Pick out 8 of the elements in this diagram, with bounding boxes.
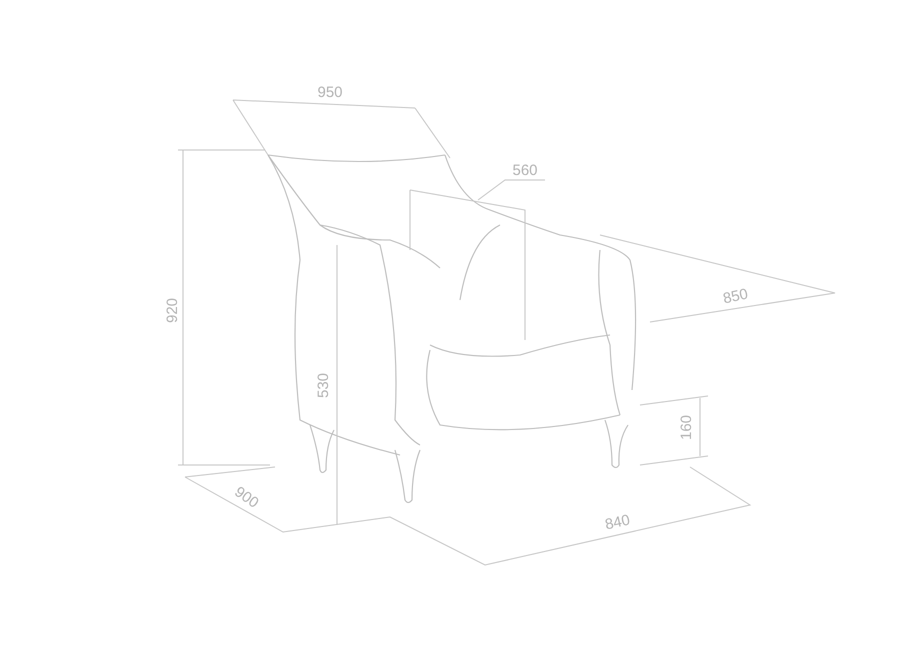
dimension-label: 950	[318, 84, 343, 100]
dimension-label: 160	[678, 414, 694, 440]
dimension-label: 850	[721, 286, 749, 306]
dimension-label: 560	[512, 162, 538, 178]
dimension-label: 900	[231, 484, 261, 510]
dimension-label: 920	[164, 297, 180, 323]
dimension-label: 840	[603, 512, 631, 532]
dimension-label: 530	[316, 372, 331, 398]
